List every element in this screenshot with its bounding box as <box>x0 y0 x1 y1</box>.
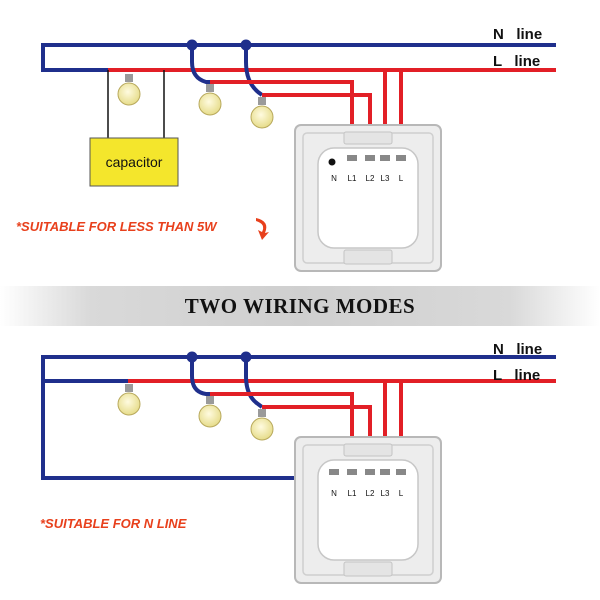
top-neutral-wire <box>41 43 556 72</box>
bottom-wiring-diagram: N line L line N L1 L2 L3 L *SUITABLE FOR… <box>40 341 556 584</box>
curved-arrow-icon <box>256 218 269 240</box>
capacitor-label: capacitor <box>106 154 163 170</box>
banner-title: TWO WIRING MODES <box>185 294 415 318</box>
top-n-line-label: N line <box>493 26 542 43</box>
top-neutral-drops <box>190 45 264 97</box>
top-switch-module: N L1 L2 L3 L <box>294 124 442 272</box>
terminal-label-l1: L1 <box>348 174 357 183</box>
bottom-switch-module: N L1 L2 L3 L <box>294 436 442 584</box>
light-bulb-icon <box>117 74 141 106</box>
bottom-junction-dot <box>186 351 198 363</box>
bottom-n-line-label: N line <box>493 341 542 358</box>
top-capacitor-leads <box>107 70 165 138</box>
terminal-label-l2: L2 <box>366 489 375 498</box>
terminal-label-l1: L1 <box>348 489 357 498</box>
terminal-label-n: N <box>331 489 337 498</box>
top-junction-dot <box>186 39 198 51</box>
top-l-line-label: L line <box>493 53 540 70</box>
terminal-label-l2: L2 <box>366 174 375 183</box>
terminal-label-l: L <box>399 174 404 183</box>
terminal-label-l3: L3 <box>381 174 390 183</box>
terminal-label-l: L <box>399 489 404 498</box>
bottom-junction-dot <box>240 351 252 363</box>
terminal-label-n: N <box>331 174 337 183</box>
light-bulb-icon <box>198 84 222 116</box>
terminal-label-l3: L3 <box>381 489 390 498</box>
top-wiring-diagram: capacitor N line L line N L1 L2 L3 L *SU… <box>16 26 556 272</box>
light-bulb-icon <box>250 409 274 441</box>
capacitor-box <box>89 137 179 187</box>
banner: TWO WIRING MODES <box>0 286 600 326</box>
top-junction-dot <box>240 39 252 51</box>
light-bulb-icon <box>117 384 141 416</box>
bottom-l-line-label: L line <box>493 367 540 384</box>
top-suitability-note: *SUITABLE FOR LESS THAN 5W <box>16 219 218 234</box>
light-bulb-icon <box>198 396 222 428</box>
bottom-suitability-note: *SUITABLE FOR N LINE <box>40 516 187 531</box>
light-bulb-icon <box>250 97 274 129</box>
